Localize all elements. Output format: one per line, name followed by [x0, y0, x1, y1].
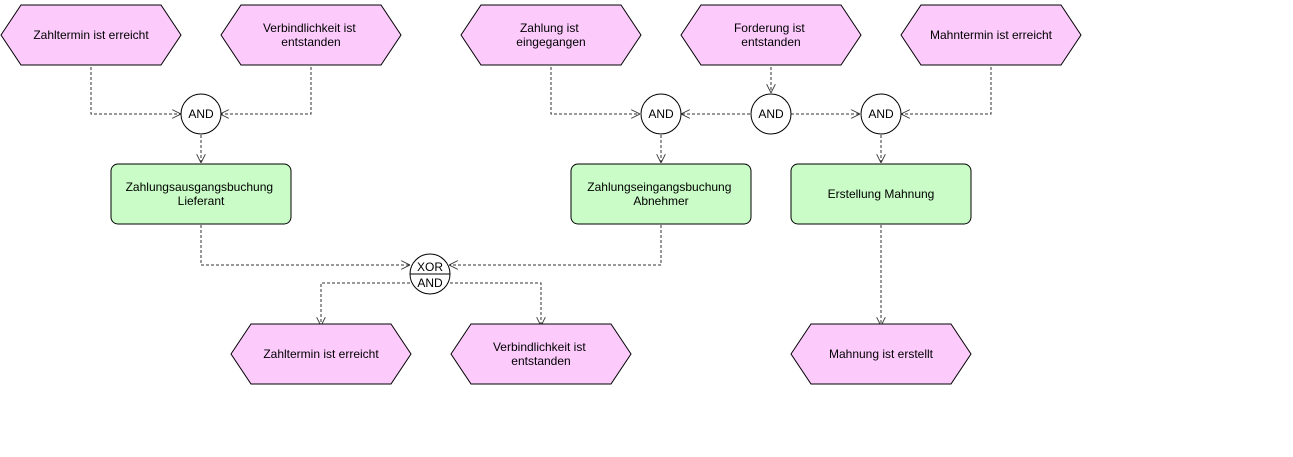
- gate-and-3[interactable]: AND: [750, 93, 792, 135]
- event-e4-label: Forderung ist entstanden: [734, 21, 808, 49]
- event-e1[interactable]: Zahltermin ist erreicht: [0, 4, 182, 66]
- event-e2-label: Verbindlichkeit ist entstanden: [263, 21, 359, 49]
- event-e6[interactable]: Zahltermin ist erreicht: [230, 323, 412, 385]
- gate-and-4[interactable]: AND: [860, 93, 902, 135]
- function-f1[interactable]: Zahlungsausgangsbuchung Lieferant: [110, 163, 292, 225]
- connector-e2-g1: [221, 67, 312, 114]
- event-e8-label: Mahnung ist erstellt: [829, 347, 934, 361]
- event-e3[interactable]: Zahlung ist eingegangen: [460, 4, 642, 66]
- connector-e1-g1: [90, 67, 180, 114]
- gate-and-4-label: AND: [868, 107, 894, 121]
- connector-g5-e6: [321, 282, 410, 325]
- gate-xor-and[interactable]: XOR AND: [409, 253, 451, 295]
- function-f2[interactable]: Zahlungseingangsbuchung Abnehmer: [570, 163, 752, 225]
- event-e7-label: Verbindlichkeit ist entstanden: [493, 340, 589, 368]
- gate-and-1[interactable]: AND: [180, 93, 222, 135]
- event-e5[interactable]: Mahntermin ist erreicht: [900, 4, 1082, 66]
- connectors: [90, 67, 992, 325]
- function-f3[interactable]: Erstellung Mahnung: [790, 163, 972, 225]
- connector-g5-e7: [450, 282, 541, 325]
- event-e6-label: Zahltermin ist erreicht: [263, 347, 379, 361]
- connector-e3-g2: [550, 67, 639, 114]
- gate-and-1-label: AND: [188, 107, 214, 121]
- gate-and-3-label: AND: [758, 107, 784, 121]
- event-e5-label: Mahntermin ist erreicht: [930, 28, 1053, 42]
- function-f1-label: Zahlungsausgangsbuchung Lieferant: [126, 180, 277, 208]
- event-e1-label: Zahltermin ist erreicht: [33, 28, 149, 42]
- function-f3-label: Erstellung Mahnung: [828, 187, 935, 201]
- event-e4[interactable]: Forderung ist entstanden: [680, 4, 862, 66]
- event-e2[interactable]: Verbindlichkeit ist entstanden: [220, 4, 402, 66]
- function-f2-label: Zahlungseingangsbuchung Abnehmer: [587, 180, 734, 208]
- gate-and-2-label: AND: [648, 107, 674, 121]
- connector-e5-g4: [902, 67, 992, 114]
- gate-and-2[interactable]: AND: [640, 93, 682, 135]
- event-e3-label: Zahlung ist eingegangen: [516, 21, 585, 49]
- event-e8[interactable]: Mahnung ist erstellt: [790, 323, 972, 385]
- event-e7[interactable]: Verbindlichkeit ist entstanden: [450, 323, 632, 385]
- connector-f2-g5: [450, 225, 662, 265]
- gate-and-5-label: AND: [417, 276, 443, 290]
- gate-xor-label: XOR: [417, 260, 443, 274]
- connector-f1-g5: [200, 225, 409, 265]
